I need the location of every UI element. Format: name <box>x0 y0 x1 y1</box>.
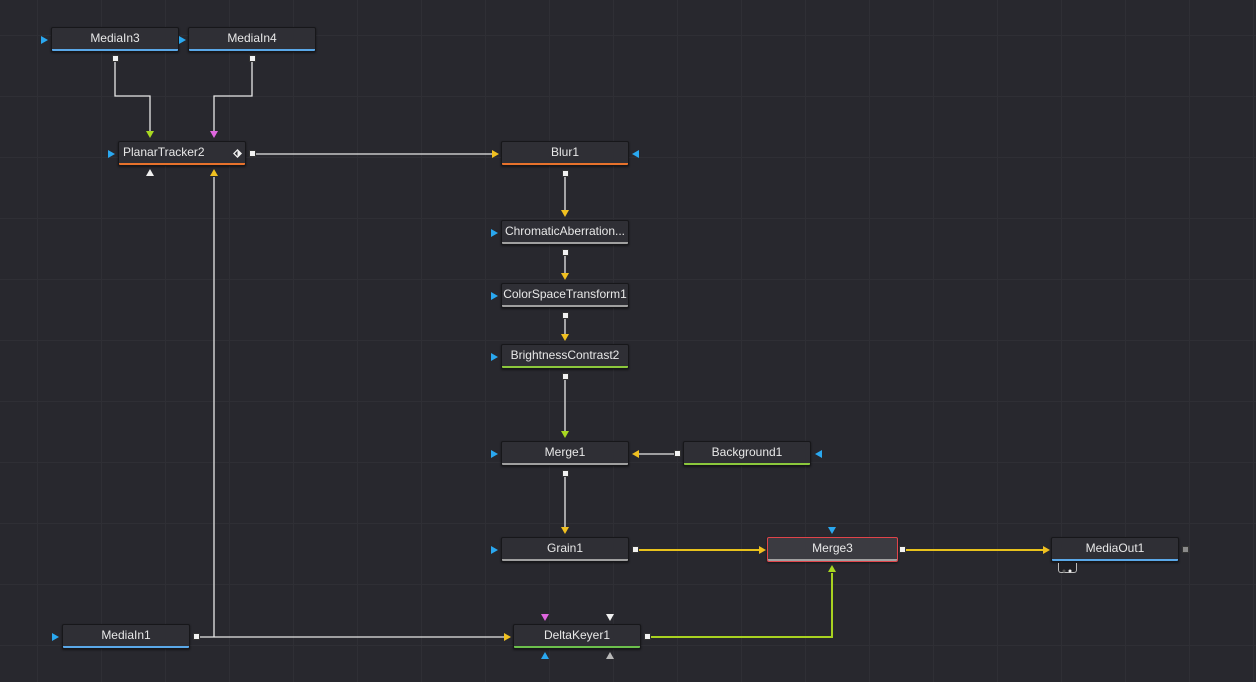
node-color-bar <box>502 242 628 244</box>
input-triangle-icon[interactable] <box>491 353 498 361</box>
node-background1[interactable]: Background1 <box>683 441 811 466</box>
output-port-mediaout1[interactable] <box>1182 546 1189 553</box>
input-triangle-icon[interactable] <box>491 292 498 300</box>
input-triangle-icon[interactable] <box>491 229 498 237</box>
output-port-bc[interactable] <box>562 373 569 380</box>
node-mediain1[interactable]: MediaIn1 <box>62 624 190 649</box>
node-color-bar <box>768 559 897 561</box>
node-brightnesscontrast2[interactable]: BrightnessContrast2 <box>501 344 629 369</box>
node-label: DeltaKeyer1 <box>543 628 611 642</box>
node-label: Merge1 <box>544 445 586 459</box>
output-port-planartracker2[interactable] <box>249 150 256 157</box>
output-port-background1[interactable] <box>674 450 681 457</box>
input-triangle-icon[interactable] <box>561 527 569 534</box>
node-grain1[interactable]: Grain1 <box>501 537 629 562</box>
node-color-bar <box>514 646 640 648</box>
input-triangle-icon[interactable] <box>41 36 48 44</box>
input-triangle-icon[interactable] <box>561 273 569 280</box>
wire-deltakeyer-merge3[interactable] <box>651 573 833 638</box>
node-mediain3[interactable]: MediaIn3 <box>51 27 179 52</box>
input-triangle-icon[interactable] <box>108 150 115 158</box>
input-triangle-icon[interactable] <box>632 450 639 458</box>
output-port-deltakeyer1[interactable] <box>644 633 651 640</box>
node-label: MediaOut1 <box>1085 541 1145 555</box>
input-triangle-icon[interactable] <box>52 633 59 641</box>
node-color-bar <box>684 463 810 465</box>
node-chromaticaberration[interactable]: ChromaticAberration... <box>501 220 629 245</box>
node-color-bar <box>52 49 178 51</box>
input-triangle-icon[interactable] <box>1043 546 1050 554</box>
input-triangle-icon[interactable] <box>759 546 766 554</box>
node-label: ChromaticAberration... <box>504 224 626 238</box>
node-color-bar <box>1052 559 1178 561</box>
input-triangle-icon[interactable] <box>491 450 498 458</box>
node-color-bar <box>502 559 628 561</box>
input-triangle-icon[interactable] <box>561 431 569 438</box>
view-dots-icon <box>1062 569 1072 573</box>
output-port-mediain1[interactable] <box>193 633 200 640</box>
node-color-bar <box>189 49 315 51</box>
node-mediain4[interactable]: MediaIn4 <box>188 27 316 52</box>
input-triangle-icon[interactable] <box>606 614 614 621</box>
input-triangle-icon[interactable] <box>606 652 614 659</box>
input-triangle-icon[interactable] <box>491 546 498 554</box>
input-triangle-icon[interactable] <box>146 169 154 176</box>
node-label: Background1 <box>711 445 783 459</box>
node-color-bar <box>502 305 628 307</box>
input-triangle-icon[interactable] <box>504 633 511 641</box>
node-label: Merge3 <box>812 541 853 555</box>
input-triangle-icon[interactable] <box>541 652 549 659</box>
input-triangle-icon[interactable] <box>210 131 218 138</box>
input-triangle-icon[interactable] <box>541 614 549 621</box>
node-label: PlanarTracker2 <box>123 145 205 159</box>
node-mediaout1[interactable]: MediaOut1 <box>1051 537 1179 562</box>
input-triangle-icon[interactable] <box>146 131 154 138</box>
output-port-cst[interactable] <box>562 312 569 319</box>
input-triangle-icon[interactable] <box>492 150 499 158</box>
wire-mediain4-planartracker[interactable] <box>213 58 253 132</box>
node-merge3[interactable]: Merge3 <box>767 537 898 562</box>
node-label: Grain1 <box>546 541 584 555</box>
node-label: MediaIn1 <box>101 628 151 642</box>
node-color-bar <box>502 163 628 165</box>
output-port-merge1[interactable] <box>562 470 569 477</box>
input-triangle-icon[interactable] <box>815 450 822 458</box>
input-triangle-icon[interactable] <box>828 527 836 534</box>
node-color-bar <box>502 366 628 368</box>
node-label: ColorSpaceTransform1 <box>503 287 627 301</box>
node-colorspacetransform1[interactable]: ColorSpaceTransform1 <box>501 283 629 308</box>
node-color-bar <box>502 463 628 465</box>
input-triangle-icon[interactable] <box>828 565 836 572</box>
node-label: Blur1 <box>550 145 579 159</box>
output-port-grain1[interactable] <box>632 546 639 553</box>
keyframe-diamond-icon <box>233 149 242 158</box>
output-port-blur1[interactable] <box>562 170 569 177</box>
node-color-bar <box>119 163 245 165</box>
input-triangle-icon[interactable] <box>179 36 186 44</box>
node-label: MediaIn3 <box>90 31 140 45</box>
input-triangle-icon[interactable] <box>632 150 639 158</box>
input-triangle-icon[interactable] <box>210 169 218 176</box>
node-merge1[interactable]: Merge1 <box>501 441 629 466</box>
output-port-mediain4[interactable] <box>249 55 256 62</box>
output-port-mediain3[interactable] <box>112 55 119 62</box>
output-port-merge3[interactable] <box>899 546 906 553</box>
wire-mediain3-planartracker[interactable] <box>114 58 151 132</box>
node-blur1[interactable]: Blur1 <box>501 141 629 166</box>
node-color-bar <box>63 646 189 648</box>
view-indicator-icon[interactable] <box>1058 563 1077 573</box>
input-triangle-icon[interactable] <box>561 334 569 341</box>
node-deltakeyer1[interactable]: DeltaKeyer1 <box>513 624 641 649</box>
input-triangle-icon[interactable] <box>561 210 569 217</box>
output-port-chromatic[interactable] <box>562 249 569 256</box>
node-label: BrightnessContrast2 <box>510 348 620 362</box>
node-planartracker2[interactable]: PlanarTracker2 <box>118 141 246 166</box>
node-label: MediaIn4 <box>227 31 277 45</box>
